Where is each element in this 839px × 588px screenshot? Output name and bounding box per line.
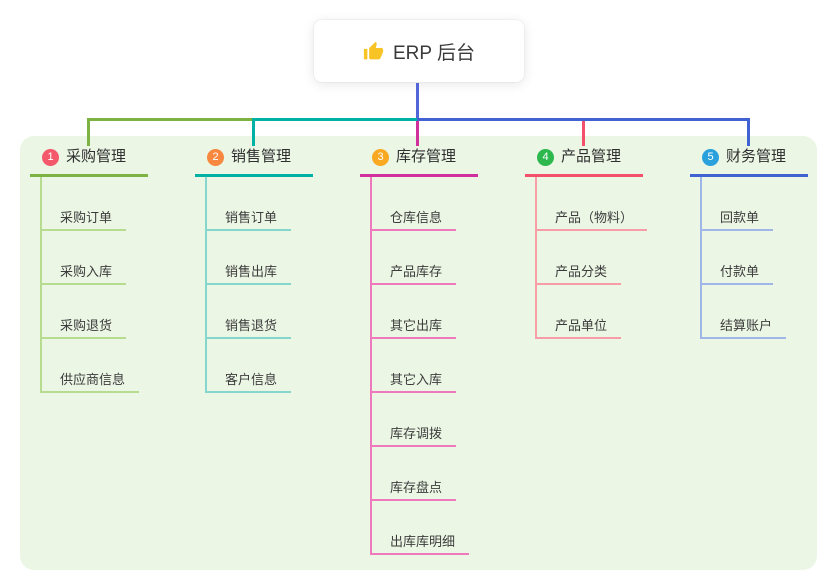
branch-children-2: 销售订单销售出库销售退货客户信息 [205, 177, 292, 393]
branch-label: 产品管理 [561, 148, 622, 165]
branch-badge: 3 [372, 148, 389, 166]
thumbs-up-icon [363, 41, 384, 62]
child-node[interactable]: 库存调拨 [372, 426, 457, 447]
branch-badge: 1 [42, 148, 59, 166]
branch-badge: 5 [702, 148, 719, 166]
child-node[interactable]: 库存盘点 [372, 480, 457, 501]
branch-header-4[interactable]: 4 产品管理 [525, 147, 643, 177]
branch-badge: 4 [537, 148, 554, 166]
child-node[interactable]: 供应商信息 [42, 372, 140, 393]
child-node[interactable]: 结算账户 [702, 318, 787, 339]
child-node[interactable]: 采购退货 [42, 318, 127, 339]
child-node[interactable]: 采购入库 [42, 264, 127, 285]
drop-line-branch-1 [87, 118, 90, 146]
branches-panel [20, 136, 817, 570]
root-node[interactable]: ERP 后台 [314, 20, 524, 82]
child-node[interactable]: 销售订单 [207, 210, 292, 231]
branch-header-3[interactable]: 3 库存管理 [360, 147, 478, 177]
branch-label: 销售管理 [231, 148, 292, 165]
child-node[interactable]: 产品单位 [537, 318, 622, 339]
branch-children-5: 回款单付款单结算账户 [700, 177, 787, 339]
child-node[interactable]: 销售出库 [207, 264, 292, 285]
drop-line-branch-5 [747, 118, 750, 146]
branch-header-2[interactable]: 2 销售管理 [195, 147, 313, 177]
branch-header-1[interactable]: 1 采购管理 [30, 147, 148, 177]
child-node[interactable]: 销售退货 [207, 318, 292, 339]
branch-children-4: 产品（物料） 产品分类产品单位 [535, 177, 648, 339]
branch-children-1: 采购订单采购入库采购退货供应商信息 [40, 177, 140, 393]
child-node[interactable]: 仓库信息 [372, 210, 457, 231]
child-node[interactable]: 产品（物料） [537, 210, 648, 231]
child-node[interactable]: 出库库明细 [372, 534, 470, 555]
child-node[interactable]: 回款单 [702, 210, 774, 231]
child-node[interactable]: 产品分类 [537, 264, 622, 285]
child-node[interactable]: 客户信息 [207, 372, 292, 393]
branch-label: 采购管理 [66, 148, 127, 165]
child-node[interactable]: 其它出库 [372, 318, 457, 339]
root-node-title: ERP 后台 [392, 42, 475, 64]
child-node[interactable]: 采购订单 [42, 210, 127, 231]
branch-header-5[interactable]: 5 财务管理 [690, 147, 808, 177]
bus-line-branch-2 [252, 118, 419, 121]
root-stem-line [416, 83, 419, 118]
bus-line-branch-1 [87, 118, 254, 121]
child-node[interactable]: 付款单 [702, 264, 774, 285]
drop-line-branch-3 [416, 121, 419, 146]
drop-line-branch-4 [582, 121, 585, 146]
child-node[interactable]: 产品库存 [372, 264, 457, 285]
child-node[interactable]: 其它入库 [372, 372, 457, 393]
bus-line-branch-5 [417, 118, 750, 121]
drop-line-branch-2 [252, 118, 255, 146]
branch-badge: 2 [207, 148, 224, 166]
branch-label: 财务管理 [726, 148, 787, 165]
branch-label: 库存管理 [396, 148, 457, 165]
branch-children-3: 仓库信息产品库存其它出库其它入库库存调拨库存盘点出库库明细 [370, 177, 470, 555]
